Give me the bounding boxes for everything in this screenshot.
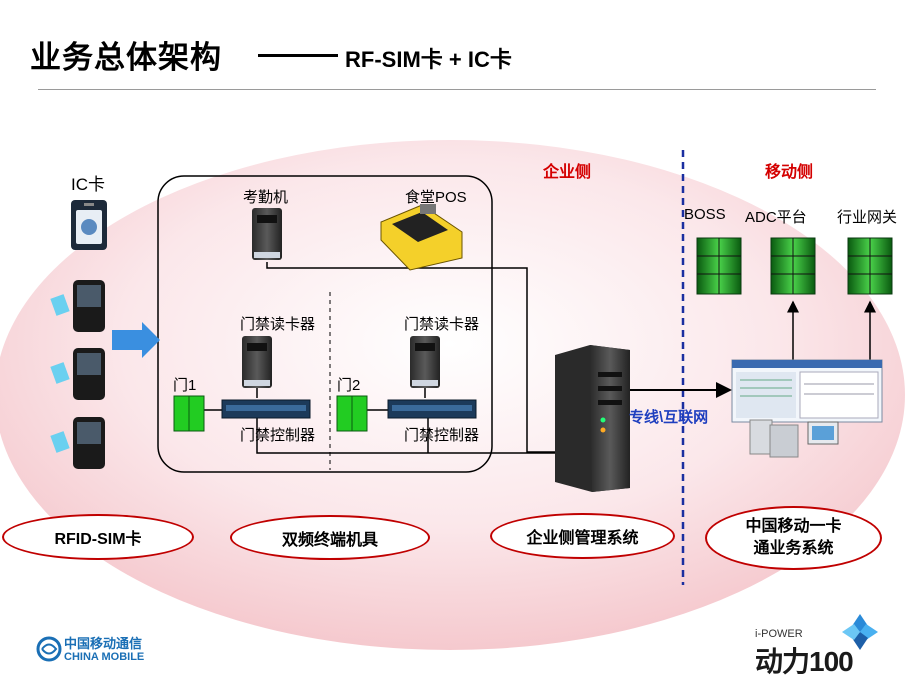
controller-2-label: 门禁控制器 [404, 427, 480, 444]
title-dash [258, 54, 338, 57]
input-arrow [112, 322, 160, 358]
pill-rfid-sim: RFID-SIM卡 [2, 514, 194, 560]
gateway-server [847, 237, 893, 295]
china-mobile-logo-icon [36, 636, 62, 662]
attendance-machine [252, 208, 282, 260]
controller-2 [387, 399, 477, 419]
pill-dual-terminal: 双频终端机具 [230, 515, 430, 560]
title-rule [38, 89, 876, 90]
link-controller1 [256, 418, 555, 454]
brand-logo-text: 动力100 [755, 646, 854, 677]
reader-1-label: 门禁读卡器 [240, 316, 316, 333]
door-2 [336, 395, 368, 432]
page-subtitle: RF-SIM卡 + IC卡 [345, 47, 512, 72]
canteen-pos-label: 食堂POS [405, 189, 467, 206]
adc-label: ADC平台 [745, 209, 807, 226]
brand-flower-icon [842, 614, 878, 650]
wan-link-label: 专线\互联网 [629, 409, 709, 426]
pill-rfid-sim-text: RFID-SIM卡 [54, 531, 142, 548]
canteen-pos [380, 204, 463, 271]
adc-server [770, 237, 816, 295]
door-1-label: 门1 [173, 377, 197, 394]
background-ellipse [0, 140, 905, 650]
reader-2-label: 门禁读卡器 [404, 316, 480, 333]
reader-2 [410, 336, 440, 388]
pill-enterprise-system-text: 企业侧管理系统 [526, 530, 639, 547]
controller-1-label: 门禁控制器 [240, 427, 316, 444]
rfid-phone-2 [50, 348, 105, 400]
terminal-group-box [157, 175, 493, 473]
ic-card-label: IC卡 [71, 175, 105, 194]
page-title: 业务总体架构 [30, 40, 222, 75]
section-mobile-label: 移动侧 [765, 164, 814, 181]
door-1 [173, 395, 205, 432]
rfid-phone-1 [50, 280, 105, 332]
reader-1 [242, 336, 272, 388]
workstations [749, 419, 839, 458]
pill-cm-system: 中国移动一卡 通业务系统 [705, 506, 882, 570]
mobile-system-screenshot [731, 359, 883, 423]
pill-cm-system-line2: 通业务系统 [753, 540, 834, 557]
controller-1 [221, 399, 311, 419]
ipower-text: i-POWER [755, 628, 803, 640]
rfid-phone-3 [50, 417, 105, 469]
boss-label: BOSS [684, 206, 726, 223]
boss-server [696, 237, 742, 295]
enterprise-server [555, 345, 630, 492]
pill-enterprise-system: 企业侧管理系统 [490, 513, 675, 559]
pill-dual-terminal-text: 双频终端机具 [281, 531, 378, 549]
door-2-label: 门2 [337, 377, 361, 394]
pill-cm-system-line1: 中国移动一卡 [745, 518, 842, 535]
china-mobile-logo-en: CHINA MOBILE [64, 651, 145, 663]
attendance-label: 考勤机 [243, 189, 289, 206]
link-attendance [266, 262, 555, 453]
section-enterprise-label: 企业侧 [543, 164, 592, 181]
ic-card-image [71, 200, 107, 250]
gateway-label: 行业网关 [837, 209, 898, 226]
china-mobile-logo-cn: 中国移动通信 [64, 636, 143, 651]
